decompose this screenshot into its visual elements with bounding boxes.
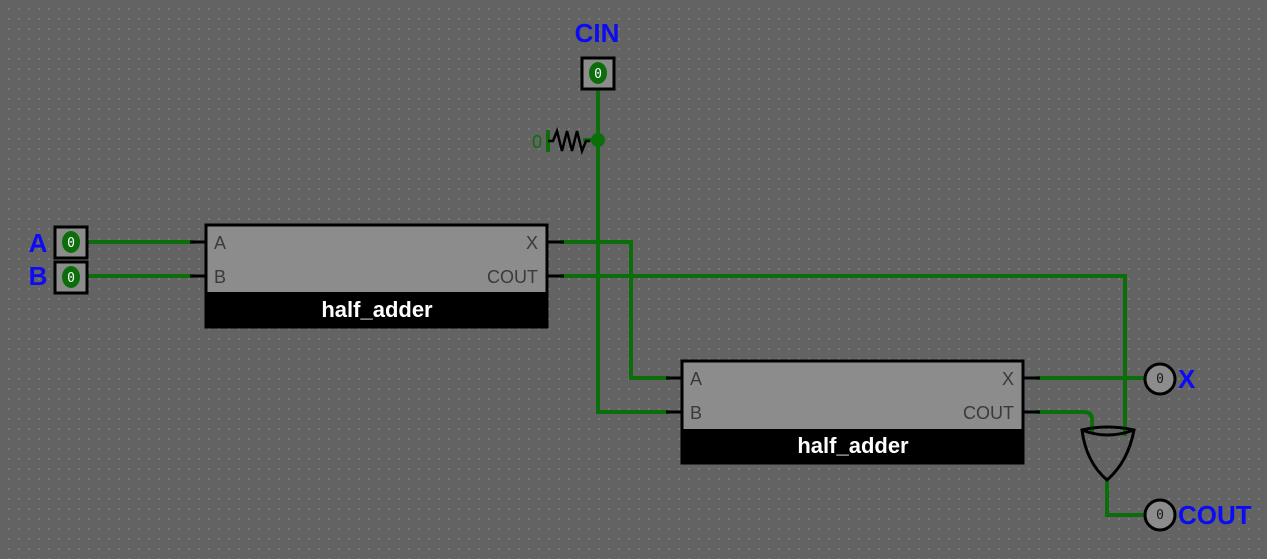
input-value-a: 0	[67, 236, 75, 251]
wires	[86, 86, 1148, 517]
half-adder-2[interactable]: A B X COUT half_adder	[666, 359, 1040, 465]
wire-cin-to-ha2-b[interactable]	[596, 86, 670, 414]
wire-ha1-cout-to-or[interactable]	[560, 274, 1127, 436]
input-pin-cin[interactable]: CIN 0	[575, 18, 620, 91]
output-label-cout: COUT	[1178, 500, 1252, 530]
ha1-port-x-label: X	[526, 233, 538, 253]
ha2-port-b-label: B	[690, 403, 702, 423]
input-label-cin: CIN	[575, 18, 620, 48]
ha2-name-label: half_adder	[797, 433, 909, 458]
input-label-b: B	[29, 261, 48, 291]
output-label-x: X	[1178, 364, 1196, 394]
wire-or-to-cout[interactable]	[1105, 479, 1148, 517]
ha2-port-a-label: A	[690, 369, 702, 389]
output-pin-x[interactable]: 0 X	[1143, 362, 1196, 396]
input-value-cin: 0	[594, 67, 602, 82]
wire-ha1-x-to-ha2-a[interactable]	[560, 240, 670, 380]
input-pin-b[interactable]: B 0	[29, 260, 89, 295]
pull-resistor-value: 0	[532, 132, 542, 152]
output-value-x: 0	[1156, 372, 1164, 387]
input-value-b: 0	[67, 271, 75, 286]
input-pin-a[interactable]: A 0	[29, 225, 89, 260]
ha1-port-cout-label: COUT	[487, 267, 538, 287]
output-pin-cout[interactable]: 0 COUT	[1143, 498, 1252, 532]
or-gate-icon	[1080, 425, 1136, 482]
junction-dot	[591, 133, 605, 147]
input-label-a: A	[29, 228, 48, 258]
ha1-name-label: half_adder	[321, 297, 433, 322]
ha1-port-b-label: B	[214, 267, 226, 287]
ha2-port-x-label: X	[1002, 369, 1014, 389]
ha2-port-cout-label: COUT	[963, 403, 1014, 423]
output-value-cout: 0	[1156, 508, 1164, 523]
ha1-port-a-label: A	[214, 233, 226, 253]
half-adder-1[interactable]: A B X COUT half_adder	[190, 223, 564, 329]
pull-resistor[interactable]: 0	[532, 126, 590, 156]
wire-ha2-cout-to-or[interactable]	[1036, 410, 1094, 434]
or-gate[interactable]	[1080, 425, 1136, 482]
